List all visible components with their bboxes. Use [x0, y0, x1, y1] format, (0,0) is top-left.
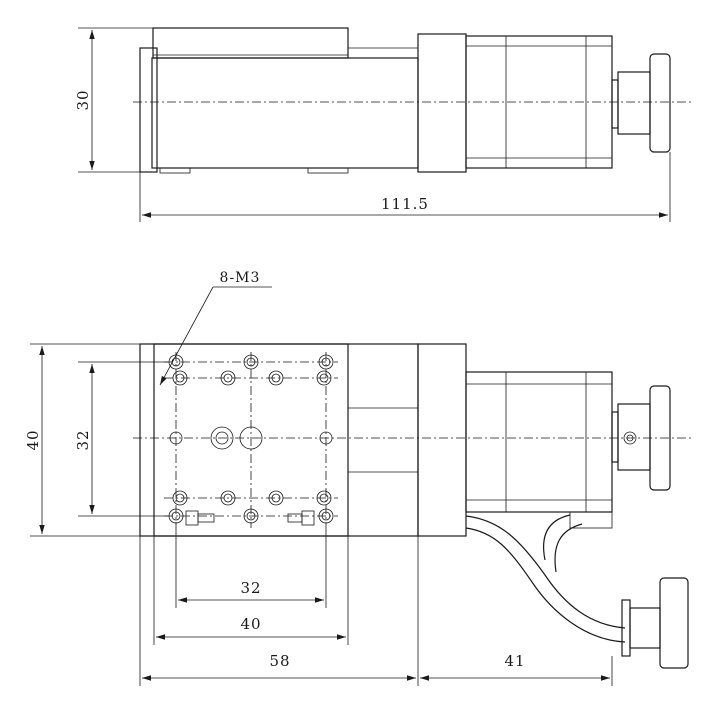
motor-plan — [417, 343, 689, 669]
dim-table-width-label: 40 — [240, 615, 261, 633]
callout-label: 8-M3 — [220, 270, 261, 286]
dim-hole-spacing-label: 32 — [240, 579, 261, 597]
plan-view: 8-M3 40 32 32 40 — [24, 270, 692, 686]
dim-height-label: 30 — [74, 89, 92, 110]
callout-8-m3: 8-M3 — [159, 270, 272, 386]
side-view: 30 111.5 — [74, 27, 692, 222]
dim-length-label: 111.5 — [381, 195, 429, 213]
dim-body-length-label: 58 — [269, 652, 290, 670]
dim-height-side: 30 — [74, 27, 153, 173]
dim-length-side: 111.5 — [139, 152, 671, 222]
dim-height-outer: 40 — [24, 343, 154, 537]
mounting-holes — [164, 352, 338, 528]
dim-body-length: 58 — [139, 536, 419, 686]
center-bore — [210, 426, 234, 450]
dim-table-width: 40 — [153, 536, 349, 645]
dim-height-inner: 32 — [74, 361, 168, 517]
dim-motor-length-label: 41 — [504, 652, 525, 670]
motor-side — [417, 33, 671, 173]
dim-height-outer-label: 40 — [24, 429, 42, 450]
dim-hole-spacing: 32 — [175, 528, 327, 608]
dim-motor-length: 41 — [420, 652, 613, 686]
stage-body-side — [139, 27, 419, 174]
dim-height-inner-label: 32 — [74, 429, 92, 450]
